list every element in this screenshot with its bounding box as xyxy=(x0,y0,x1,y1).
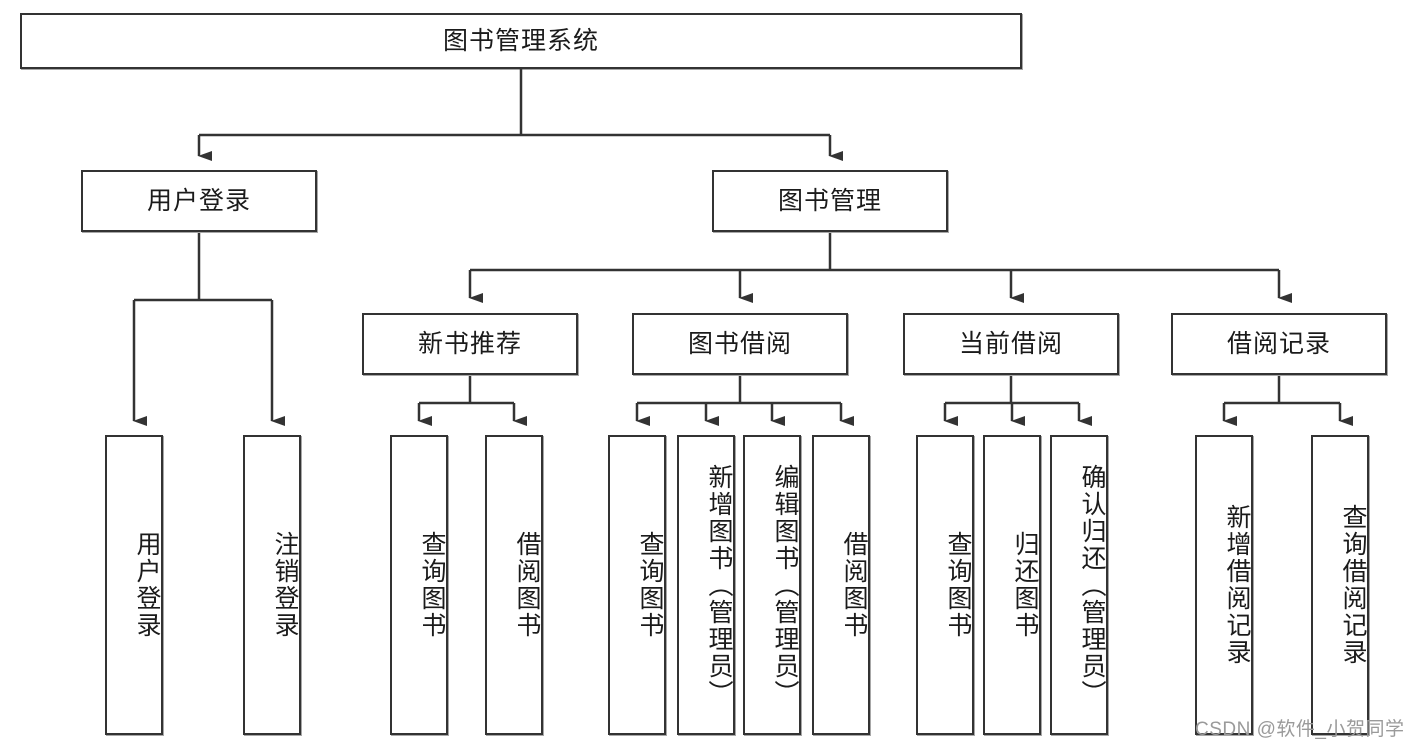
node-leaf-current-borrow-confirm-return[interactable]: 确认归还（管理员） xyxy=(1050,435,1108,735)
node-book-management[interactable]: 图书管理 xyxy=(712,170,948,232)
node-label: 新增借阅记录 xyxy=(1223,504,1251,666)
node-leaf-book-borrow-query[interactable]: 查询图书 xyxy=(608,435,666,735)
node-label: 图书管理 xyxy=(777,187,882,215)
node-label: 图书管理系统 xyxy=(442,27,599,55)
node-root-library-system[interactable]: 图书管理系统 xyxy=(20,13,1022,69)
node-leaf-book-borrow-add[interactable]: 新增图书（管理员） xyxy=(677,435,735,735)
node-label: 查询图书 xyxy=(418,531,446,639)
node-label: 借阅记录 xyxy=(1226,330,1331,358)
node-current-borrow[interactable]: 当前借阅 xyxy=(903,313,1119,375)
node-label: 确认归还（管理员） xyxy=(1078,463,1106,707)
node-borrow-record[interactable]: 借阅记录 xyxy=(1171,313,1387,375)
node-leaf-current-borrow-query[interactable]: 查询图书 xyxy=(916,435,974,735)
node-label: 图书借阅 xyxy=(687,330,792,358)
node-label: 借阅图书 xyxy=(513,531,541,639)
node-label: 新增图书（管理员） xyxy=(705,463,733,707)
node-label: 查询借阅记录 xyxy=(1339,504,1367,666)
node-leaf-new-book-query[interactable]: 查询图书 xyxy=(390,435,448,735)
node-user-login[interactable]: 用户登录 xyxy=(81,170,317,232)
node-leaf-new-book-borrow[interactable]: 借阅图书 xyxy=(485,435,543,735)
node-label: 查询图书 xyxy=(944,531,972,639)
node-label: 注销登录 xyxy=(271,531,299,639)
node-label: 用户登录 xyxy=(133,531,161,639)
node-leaf-borrow-record-query[interactable]: 查询借阅记录 xyxy=(1311,435,1369,735)
node-leaf-borrow-record-add[interactable]: 新增借阅记录 xyxy=(1195,435,1253,735)
node-label: 借阅图书 xyxy=(840,531,868,639)
node-leaf-current-borrow-return[interactable]: 归还图书 xyxy=(983,435,1041,735)
node-label: 用户登录 xyxy=(146,187,251,215)
csdn-watermark: CSDN @软件_小贺同学 xyxy=(1195,719,1405,740)
node-label: 查询图书 xyxy=(636,531,664,639)
node-leaf-user-login-signin[interactable]: 用户登录 xyxy=(105,435,163,735)
node-leaf-user-login-signout[interactable]: 注销登录 xyxy=(243,435,301,735)
node-book-borrow[interactable]: 图书借阅 xyxy=(632,313,848,375)
node-label: 编辑图书（管理员） xyxy=(771,463,799,707)
node-leaf-book-borrow-lend[interactable]: 借阅图书 xyxy=(812,435,870,735)
node-new-book-recommend[interactable]: 新书推荐 xyxy=(362,313,578,375)
node-label: 归还图书 xyxy=(1011,531,1039,639)
node-label: 新书推荐 xyxy=(417,330,522,358)
node-leaf-book-borrow-edit[interactable]: 编辑图书（管理员） xyxy=(743,435,801,735)
node-label: 当前借阅 xyxy=(958,330,1063,358)
